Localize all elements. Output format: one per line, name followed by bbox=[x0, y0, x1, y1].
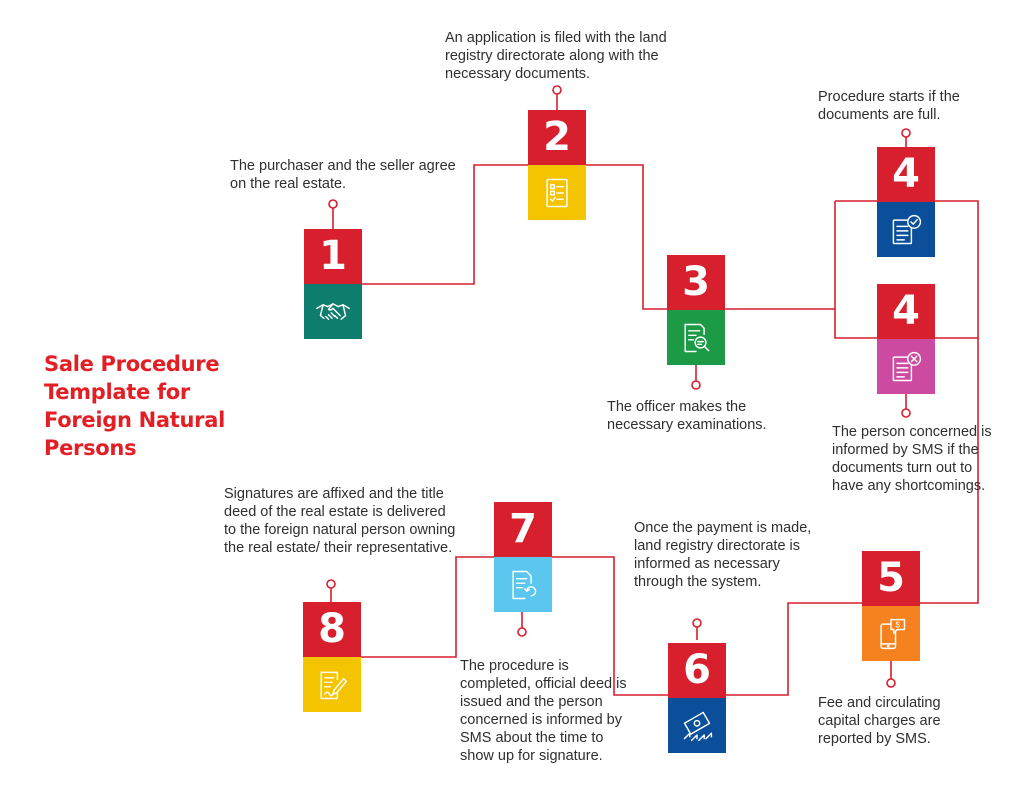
step-7-caption: The procedure is completed, official dee… bbox=[460, 658, 627, 764]
step-6-caption: Once the payment is made, land registry … bbox=[634, 520, 812, 590]
step-2-caption: An application is filed with the land re… bbox=[445, 30, 667, 82]
step-5-caption: Fee and circulating capital charges are … bbox=[818, 695, 941, 747]
step-3: 3 bbox=[667, 255, 725, 365]
step-number: 7 bbox=[494, 502, 552, 557]
step-3-caption: The officer makes the necessary examinat… bbox=[607, 399, 767, 433]
connector-step7-to-step8 bbox=[361, 556, 494, 658]
pin-step2 bbox=[552, 85, 562, 95]
step-1: 1 bbox=[304, 229, 362, 339]
pin-step1 bbox=[328, 199, 338, 209]
document-refresh-icon bbox=[512, 570, 537, 599]
step-icon-box bbox=[494, 557, 552, 612]
step-7: 7 bbox=[494, 502, 552, 612]
pin-step3 bbox=[691, 380, 701, 390]
pin-step4b bbox=[901, 408, 911, 418]
signing-document-icon bbox=[320, 671, 348, 699]
pin-step8 bbox=[326, 579, 336, 589]
step-icon-box bbox=[528, 165, 586, 220]
step-number: 3 bbox=[667, 255, 725, 310]
step-number: 1 bbox=[304, 229, 362, 284]
svg-text:$: $ bbox=[896, 620, 901, 629]
step-number: 6 bbox=[668, 643, 726, 698]
pin-step4a bbox=[901, 128, 911, 138]
document-search-icon bbox=[684, 323, 710, 352]
handshake-icon bbox=[316, 302, 350, 320]
step-4-rejected-caption: The person concerned is informed by SMS … bbox=[832, 424, 992, 494]
step-1-caption: The purchaser and the seller agree on th… bbox=[230, 158, 456, 192]
pin-step5 bbox=[886, 678, 896, 688]
step-2: 2 bbox=[528, 110, 586, 220]
step-8-caption: Signatures are affixed and the title dee… bbox=[224, 486, 456, 556]
step-icon-box bbox=[877, 339, 935, 394]
step-icon-box: $ bbox=[862, 606, 920, 661]
step-6: 6 bbox=[668, 643, 726, 753]
pin-step6 bbox=[692, 618, 702, 628]
document-approved-icon bbox=[892, 214, 922, 244]
phone-payment-icon: $ bbox=[880, 618, 906, 649]
pin-step7 bbox=[517, 627, 527, 637]
money-transfer-icon bbox=[683, 711, 713, 741]
step-4-approved-caption: Procedure starts if the documents are fu… bbox=[818, 89, 960, 123]
step-number: 4 bbox=[877, 284, 935, 339]
step-icon-box bbox=[877, 202, 935, 257]
connector-step1-to-step2 bbox=[362, 164, 528, 285]
step-icon-box bbox=[668, 698, 726, 753]
step-4-rejected: 4 bbox=[877, 284, 935, 394]
step-icon-box bbox=[304, 284, 362, 339]
connector-to-step5 bbox=[920, 338, 979, 604]
document-rejected-icon bbox=[892, 351, 922, 381]
step-icon-box bbox=[303, 657, 361, 712]
step-number: 4 bbox=[877, 147, 935, 202]
connector-step6-to-step7 bbox=[552, 556, 668, 696]
diagram-title: Sale Procedure Template for Foreign Natu… bbox=[44, 352, 225, 460]
step-number: 8 bbox=[303, 602, 361, 657]
step-4-approved: 4 bbox=[877, 147, 935, 257]
connector-step5-to-step6 bbox=[726, 602, 862, 696]
step-number: 5 bbox=[862, 551, 920, 606]
step-8: 8 bbox=[303, 602, 361, 712]
checklist-document-icon bbox=[546, 178, 568, 207]
step-5: 5 $ bbox=[862, 551, 920, 661]
step-icon-box bbox=[667, 310, 725, 365]
step-number: 2 bbox=[528, 110, 586, 165]
connector-step2-to-step3 bbox=[586, 164, 667, 310]
